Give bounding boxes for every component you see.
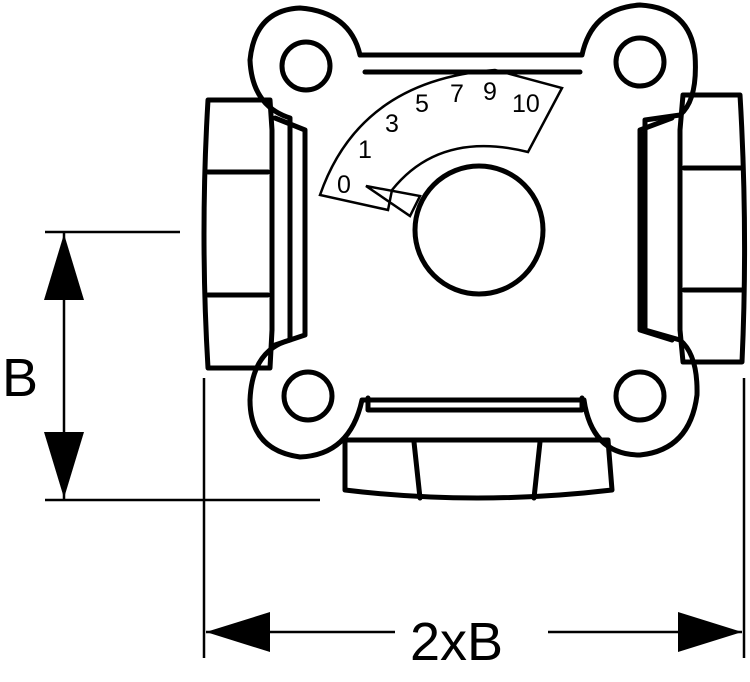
bottom-hex-nut [342,437,615,501]
arrow-up-icon [44,234,84,300]
height-dimension: B [2,230,320,502]
height-dimension-label: B [2,348,38,408]
scale-label: 1 [358,136,372,164]
arrow-down-icon [44,432,84,498]
right-inner-slot [637,115,675,343]
scale-band [318,68,564,212]
bottom-inner-rail [365,395,585,413]
scale-label: 0 [337,171,351,199]
scale-label: 7 [450,80,464,108]
scale-labels: 0 1 3 5 7 9 10 [337,78,540,199]
pointer-needle [365,184,422,218]
scale-label: 9 [483,78,497,106]
mounting-hole-bottom-right [613,369,667,423]
arrow-left-icon [206,612,270,652]
adjustment-knob [412,163,546,297]
left-hex-nut [201,97,275,371]
scale-label: 10 [512,90,540,118]
mounting-hole-top-left [279,39,333,93]
left-inner-slot [272,115,308,348]
arrow-right-icon [678,612,742,652]
mounting-hole-top-right [613,35,667,89]
right-hex-nut [677,92,748,365]
mounting-hole-bottom-left [281,369,335,423]
width-dimension: 2xB [202,378,746,672]
width-dimension-label: 2xB [410,612,503,672]
scale-label: 5 [415,90,429,118]
scale-label: 3 [385,110,399,138]
